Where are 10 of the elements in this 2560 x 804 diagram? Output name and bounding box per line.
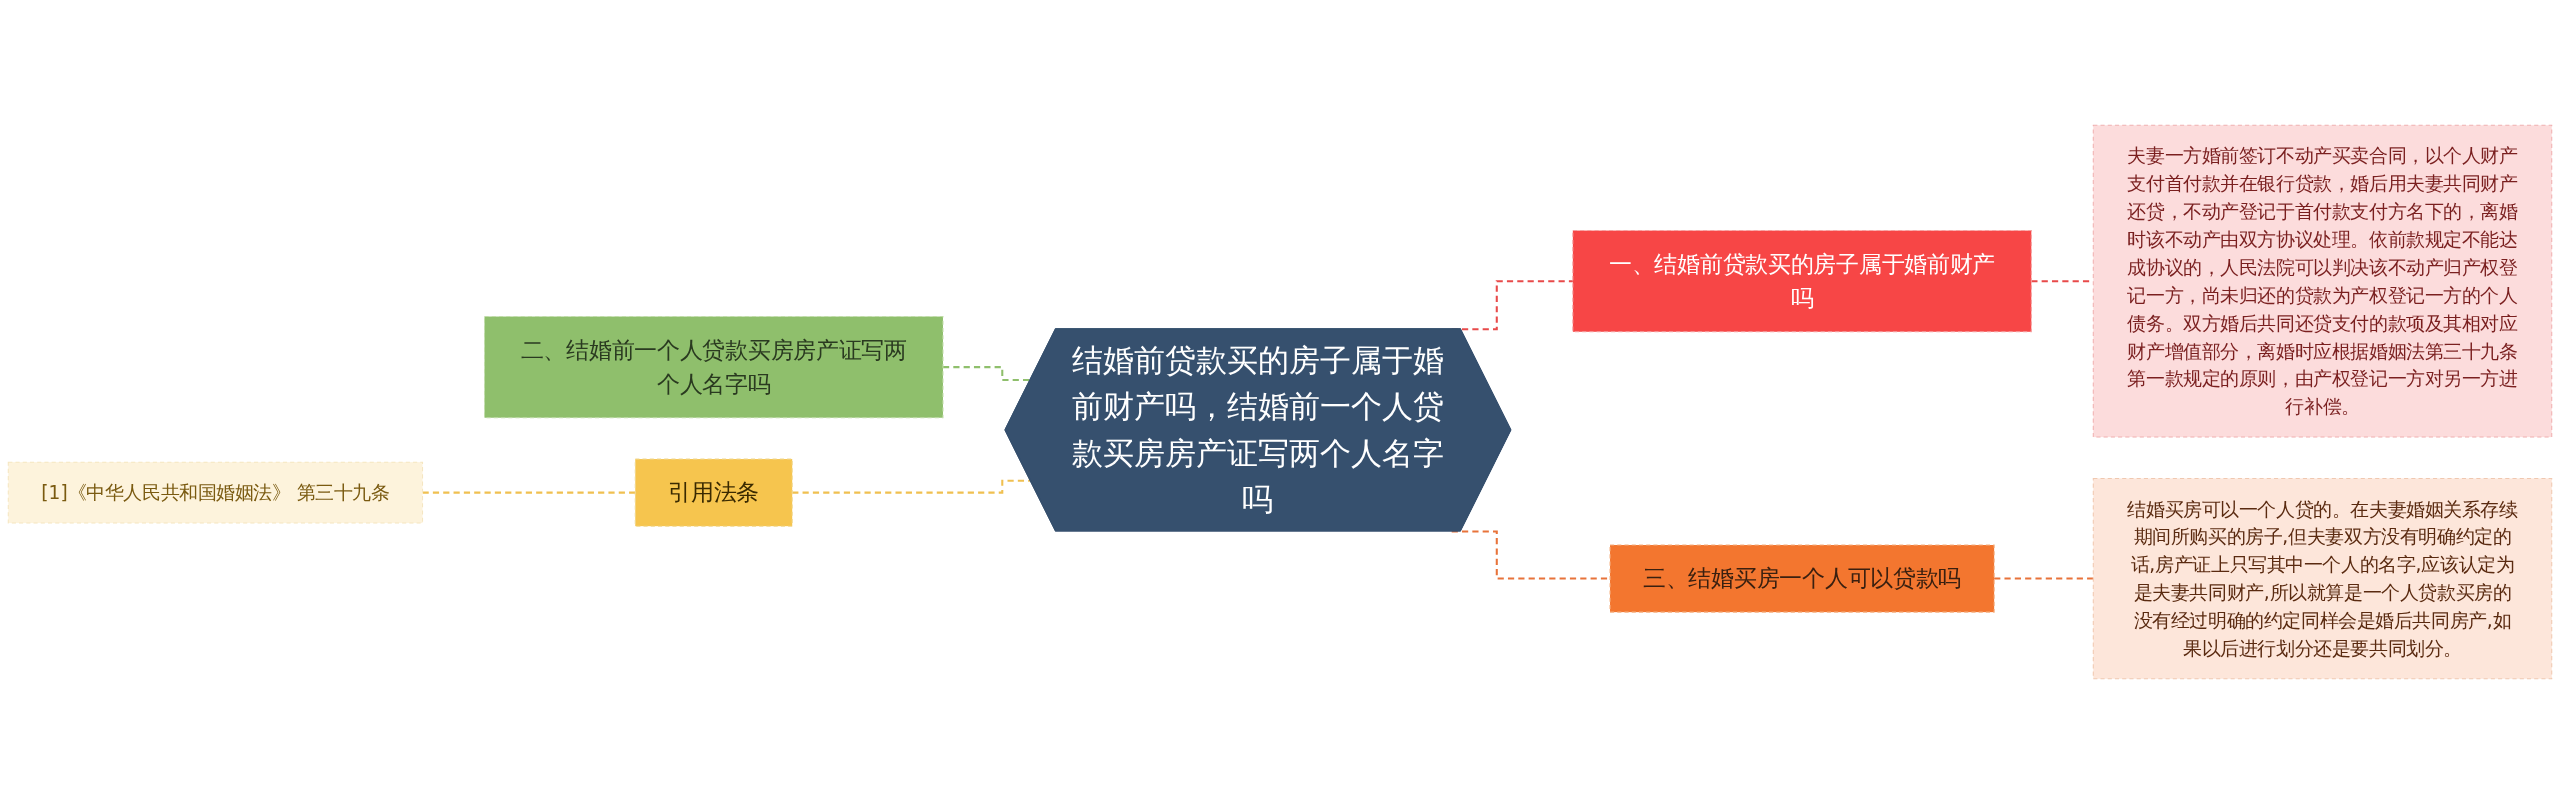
connector [422, 491, 636, 494]
node-box: 夫妻一方婚前签订不动产买卖合同，以个人财产支付首付款并在银行贷款，婚后用夫妻共同财产还贷，不动产登记于首付款支付方名下的，离婚时该不动产由双方协议处理。依前款规定不能达成协议的，人民法院可以判决该不动产归产权登记一方，尚未归还的贷款为产权登记一方的个人债务。双方婚后共同还贷支付的款项及其相对应财产增值部分，离婚时应根据婚姻法第三十九条第一款规定的原则，由产权登记一方对另一方进行补偿。 [2092, 124, 2553, 438]
node-box: 结婚买房可以一个人贷的。在夫妻婚姻关系存续期间所购买的房子,但夫妻双方没有明确约定的话,房产证上只写其中一个人的名字,应该认定为是夫妻共同财产,所以就算是一个人贷款买房的没有经过明确的约定同样会是婚后共同房产,如果以后进行划分还是要共同划分。 [2092, 477, 2553, 680]
connector [1994, 577, 2094, 580]
node-box: 三、结婚买房一个人可以贷款吗 [1609, 544, 1995, 613]
node-box: [1]《中华人民共和国婚姻法》 第三十九条 [7, 461, 424, 524]
node-box: 二、结婚前一个人贷款买房房产证写两个人名字吗 [484, 316, 944, 419]
connector [942, 366, 1031, 382]
node-box: 一、结婚前贷款买的房子属于婚前财产吗 [1572, 230, 2032, 333]
node-box: 引用法条 [634, 458, 793, 527]
